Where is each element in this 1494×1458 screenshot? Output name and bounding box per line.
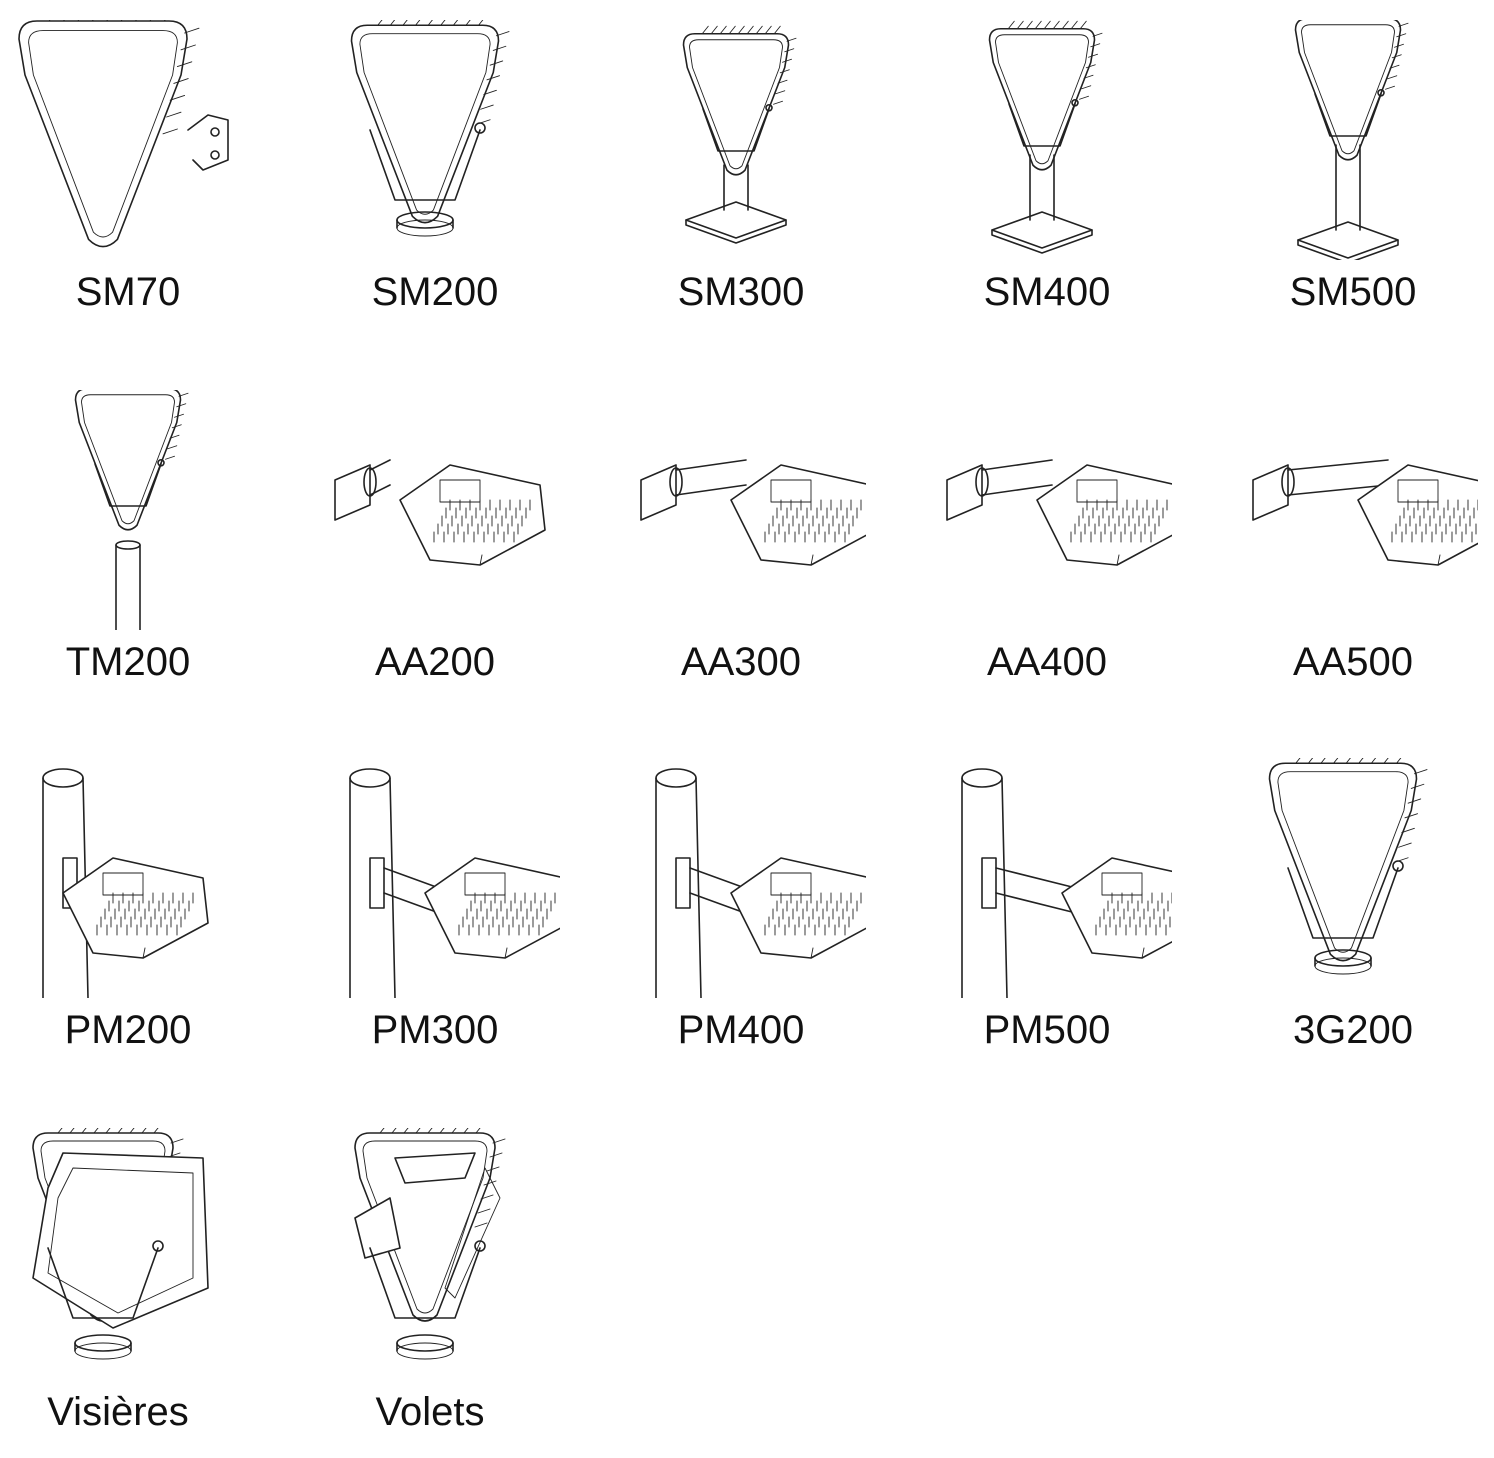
product-item: SM400 (897, 20, 1197, 350)
product-label: SM200 (371, 270, 499, 314)
product-item: SM200 (285, 20, 585, 350)
product-label: Volets (375, 1390, 485, 1434)
streetlight-wall-short-icon (334, 459, 546, 566)
product-label: SM300 (677, 270, 805, 314)
floodlight-visor-icon (32, 1128, 209, 1360)
product-label: SM400 (983, 270, 1111, 314)
streetlight-pole-short-icon (42, 768, 209, 998)
product-item: PM200 (0, 758, 278, 1088)
streetlight-pole-arm-icon (655, 768, 866, 998)
product-label: SM70 (75, 270, 181, 314)
floodlight-wall-bracket-icon (18, 20, 229, 248)
product-item: PM400 (591, 758, 891, 1088)
product-label: 3G200 (1292, 1008, 1414, 1052)
floodlight-top-mount-icon (74, 390, 189, 630)
product-item: PM300 (285, 758, 585, 1088)
product-label: AA200 (374, 640, 496, 684)
product-label: Visières (47, 1390, 189, 1434)
product-label: PM300 (371, 1008, 499, 1052)
floodlight-tall-post-icon (1294, 20, 1409, 260)
floodlight-shutters-icon (354, 1128, 506, 1360)
product-label: PM200 (64, 1008, 192, 1052)
floodlight-base-icon (350, 20, 510, 237)
product-item: AA400 (897, 390, 1197, 720)
product-item: Volets (280, 1128, 580, 1458)
product-item: AA200 (285, 390, 585, 720)
product-label: SM500 (1289, 270, 1417, 314)
product-item: AA500 (1203, 390, 1494, 720)
product-item: TM200 (0, 390, 278, 720)
product-label: AA300 (680, 640, 802, 684)
product-item: SM300 (591, 20, 891, 350)
streetlight-pole-long-arm-icon (961, 768, 1172, 998)
product-item: Visières (0, 1128, 268, 1458)
product-label: AA400 (986, 640, 1108, 684)
product-item: PM500 (897, 758, 1197, 1088)
floodlight-short-post-icon (682, 25, 797, 244)
product-label: PM500 (983, 1008, 1111, 1052)
product-label: TM200 (65, 640, 191, 684)
floodlight-medium-post-icon (988, 20, 1103, 254)
product-item: SM500 (1203, 20, 1494, 350)
product-label: PM400 (677, 1008, 805, 1052)
floodlight-large-base-icon (1268, 758, 1428, 975)
streetlight-wall-arm-icon (640, 459, 866, 566)
streetlight-wall-arm-icon (946, 459, 1172, 566)
product-label: AA500 (1292, 640, 1414, 684)
product-item: SM70 (0, 20, 278, 350)
streetlight-pole-arm-icon (349, 768, 560, 998)
product-item: AA300 (591, 390, 891, 720)
streetlight-wall-long-arm-icon (1252, 459, 1478, 566)
product-item: 3G200 (1203, 758, 1494, 1088)
